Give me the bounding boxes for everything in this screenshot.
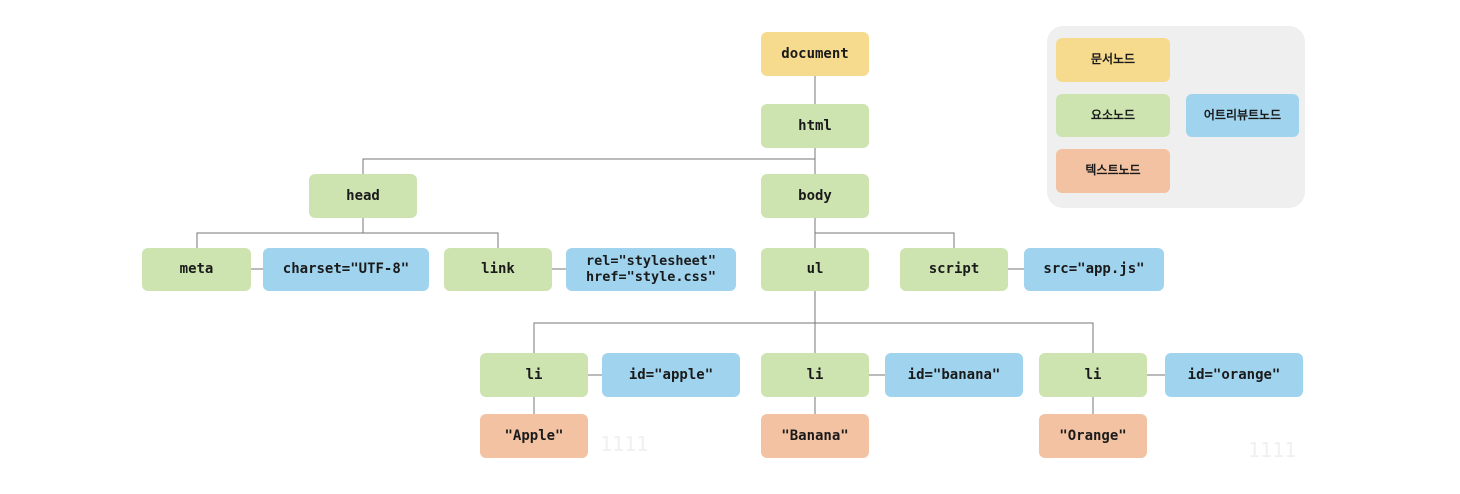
ul-element-node: ul (761, 248, 869, 291)
link-attributes-node: rel="stylesheet" href="style.css" (566, 248, 736, 291)
li-orange-id-attribute-node: id="orange" (1165, 353, 1303, 397)
li-banana-id-attribute-node: id="banana" (885, 353, 1023, 397)
html-element-node: html (761, 104, 869, 148)
banana-text-node: "Banana" (761, 414, 869, 458)
faint-mark-left: 1111 (600, 432, 649, 456)
meta-charset-attribute-node: charset="UTF-8" (263, 248, 429, 291)
link-element-node: link (444, 248, 552, 291)
head-element-node: head (309, 174, 417, 218)
edge-head-children (196, 232, 499, 248)
body-element-node: body (761, 174, 869, 218)
apple-text-node: "Apple" (480, 414, 588, 458)
li-orange-element-node: li (1039, 353, 1147, 397)
li-apple-id-attribute-node: id="apple" (602, 353, 740, 397)
legend-element-node: 요소노드 (1056, 94, 1170, 137)
edge-html-head (362, 158, 815, 174)
edge-body-script (815, 232, 955, 248)
faint-mark-right: 1111 (1248, 438, 1297, 462)
script-element-node: script (900, 248, 1008, 291)
legend-attribute-node: 어트리뷰트노드 (1186, 94, 1299, 137)
legend-text-node: 텍스트노드 (1056, 149, 1170, 193)
orange-text-node: "Orange" (1039, 414, 1147, 458)
legend-document-node: 문서노드 (1056, 38, 1170, 82)
li-banana-element-node: li (761, 353, 869, 397)
document-node: document (761, 32, 869, 76)
meta-element-node: meta (142, 248, 251, 291)
li-apple-element-node: li (480, 353, 588, 397)
script-src-attribute-node: src="app.js" (1024, 248, 1164, 291)
edge-ul-children (533, 322, 1094, 353)
